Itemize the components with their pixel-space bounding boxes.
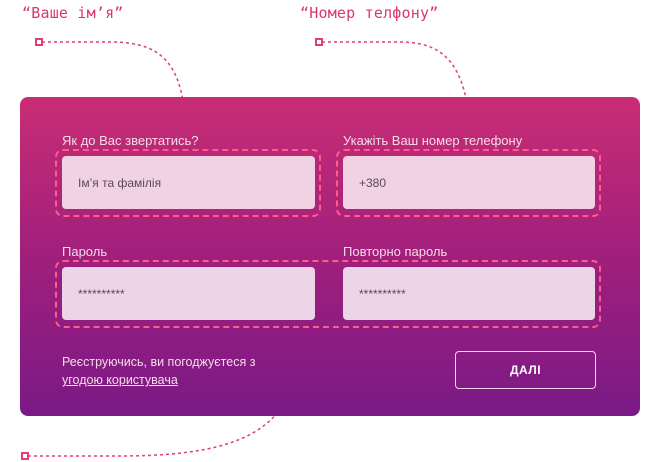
phone-field-highlight <box>336 149 601 217</box>
name-input[interactable]: Ім’я та фамілія <box>62 156 315 209</box>
password-input[interactable]: ********** <box>62 267 315 320</box>
name-field-highlight <box>55 149 321 217</box>
name-annotation-label: “Ваше ім’я” <box>22 4 124 22</box>
name-annotation-marker <box>35 38 43 46</box>
phone-annotation-marker <box>315 38 323 46</box>
phone-annotation-label: “Номер телфону” <box>300 4 439 22</box>
agreement-text-block: Реєструючись, ви погоджуєтеся з угодою к… <box>62 353 255 389</box>
repeat-password-label: Повторно пароль <box>343 244 448 259</box>
next-button[interactable]: ДАЛІ <box>455 351 596 389</box>
phone-connector-line <box>322 41 473 149</box>
phone-question-label: Укажіть Ваш номер телефону <box>343 133 523 148</box>
repeat-password-input[interactable]: ********** <box>343 267 595 320</box>
agreement-text: Реєструючись, ви погоджуєтеся з <box>62 355 256 369</box>
name-question-label: Як до Вас звертатись? <box>62 133 199 148</box>
password-annotation-marker <box>21 452 29 460</box>
user-agreement-link[interactable]: угодою користувача <box>62 373 178 387</box>
phone-input[interactable]: +380 <box>343 156 595 209</box>
password-fields-highlight <box>55 260 601 328</box>
password-label: Пароль <box>62 244 108 259</box>
